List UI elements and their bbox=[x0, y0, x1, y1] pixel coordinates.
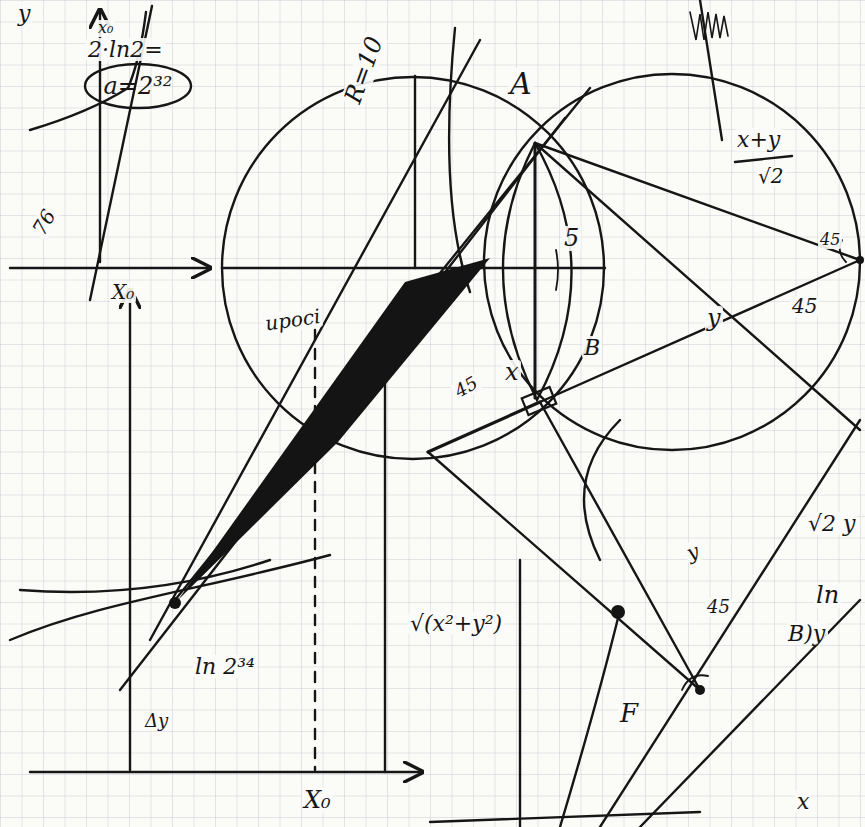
dashed-line bbox=[314, 330, 316, 770]
curve-line bbox=[584, 420, 620, 560]
segment-line bbox=[600, 420, 860, 827]
scribble bbox=[690, 12, 728, 40]
shaded-wedge bbox=[178, 258, 490, 600]
sketch-label: F bbox=[618, 700, 640, 727]
point-dot bbox=[856, 256, 864, 264]
ellipse-outline bbox=[85, 64, 191, 108]
sketch-label: Δy bbox=[143, 712, 170, 731]
fraction-bar bbox=[735, 156, 792, 162]
guide-line bbox=[519, 560, 521, 827]
chord-line bbox=[534, 143, 537, 398]
axis-line bbox=[30, 771, 420, 773]
curve-line bbox=[10, 555, 330, 640]
right-circle bbox=[484, 74, 860, 450]
chord-line bbox=[535, 143, 860, 260]
sketch-label: x+y bbox=[735, 128, 782, 151]
sketch-label: 45 bbox=[790, 296, 819, 317]
diameter-line bbox=[222, 267, 605, 269]
sketch-label: x₀ bbox=[96, 20, 115, 37]
point-dot bbox=[169, 597, 181, 609]
curve-line bbox=[560, 610, 620, 827]
sketch-label: 45 bbox=[705, 598, 732, 617]
brace-mark bbox=[556, 250, 558, 290]
point-dot bbox=[611, 605, 625, 619]
sketch-label: X₀ bbox=[110, 282, 136, 303]
sketch-label: В)у bbox=[786, 622, 828, 645]
sketch-label: B bbox=[582, 336, 602, 359]
tangent-line bbox=[120, 118, 565, 690]
segment-line bbox=[540, 402, 700, 690]
sketch-label: ln bbox=[814, 583, 841, 608]
sketch-label: √2 bbox=[756, 166, 785, 187]
sketch-label: √(x²+y²) bbox=[408, 612, 504, 635]
guide-line bbox=[384, 330, 386, 772]
point-dot bbox=[695, 685, 705, 695]
radius-line bbox=[414, 76, 416, 268]
axis-line bbox=[10, 267, 208, 269]
sketch-label: √2 y bbox=[806, 512, 857, 535]
sketch-label: 45 bbox=[818, 232, 842, 249]
chord-line bbox=[540, 260, 860, 402]
sketch-label: y bbox=[682, 540, 704, 565]
sketch-label: R=10 bbox=[340, 32, 389, 109]
sketch-label: 5 bbox=[562, 226, 581, 251]
sketch-label: 2·ln2= bbox=[86, 38, 165, 61]
axis-line bbox=[129, 292, 131, 770]
sketch-label: y bbox=[16, 2, 32, 25]
sketch-dots bbox=[169, 256, 864, 695]
curve-line bbox=[449, 28, 470, 292]
segment-line bbox=[428, 452, 700, 690]
circled-formula: a=2³² bbox=[83, 62, 193, 110]
guide-line bbox=[430, 812, 700, 822]
right-angle-mark bbox=[522, 387, 557, 415]
segment-line bbox=[535, 143, 860, 430]
sketch-label: x bbox=[503, 360, 521, 385]
sketch-label: 45 bbox=[450, 373, 483, 403]
sketch-label: y bbox=[705, 306, 723, 331]
segment-line bbox=[640, 600, 860, 827]
sketch-label: 76 bbox=[28, 204, 61, 240]
sketch-label: A bbox=[508, 68, 534, 100]
sketch-label: x bbox=[795, 790, 811, 813]
sketch-label: X₀ bbox=[302, 788, 333, 813]
segment-line bbox=[428, 402, 540, 452]
sketch-label: ln 2³⁴ bbox=[193, 655, 257, 678]
formula-text: a=2³² bbox=[104, 73, 173, 99]
sketch-label: upoci bbox=[262, 306, 324, 335]
curve-line bbox=[20, 560, 270, 592]
sketch-lines bbox=[10, 0, 860, 827]
segment-line bbox=[700, 0, 722, 140]
